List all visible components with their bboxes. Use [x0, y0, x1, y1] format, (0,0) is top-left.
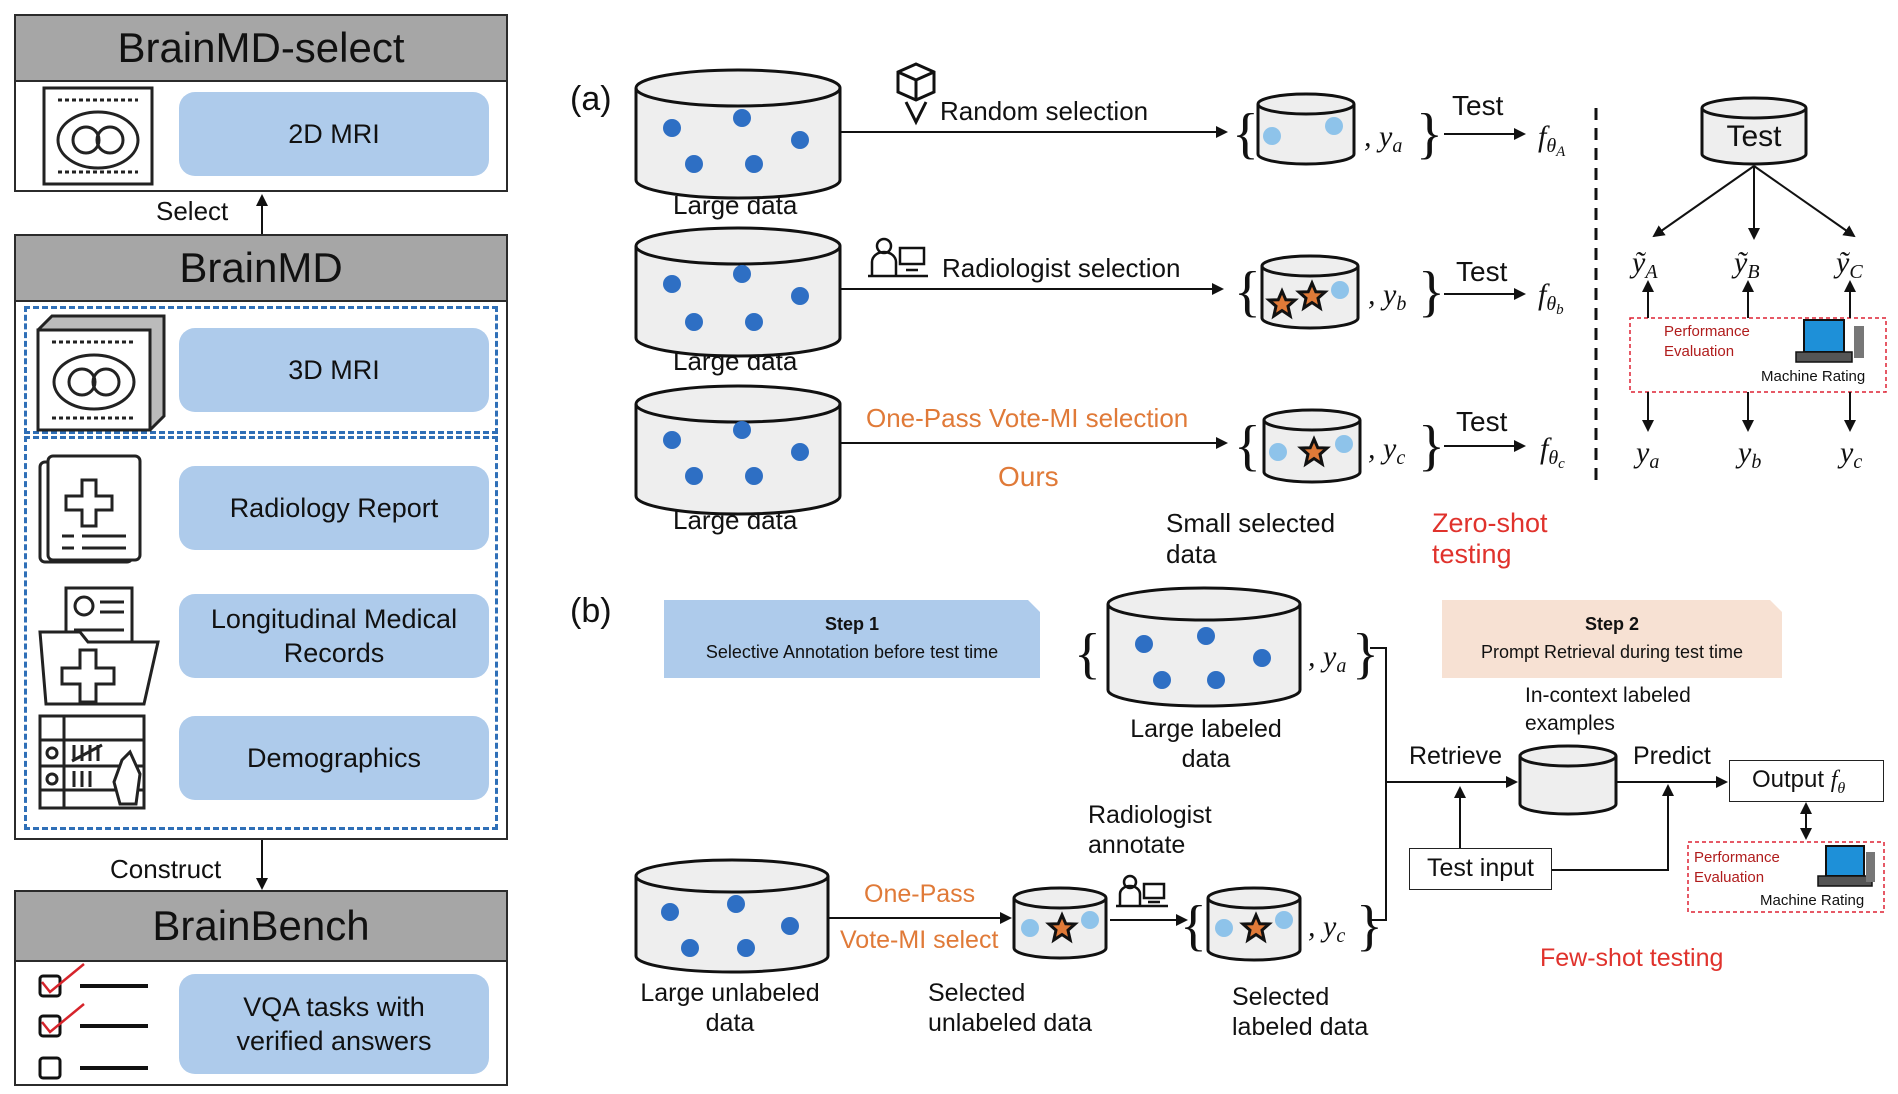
predict-label: Predict [1633, 742, 1711, 770]
small-db-b [1260, 254, 1360, 330]
cylinder-selected-labeled [1206, 886, 1302, 962]
large-unlabeled-data: Large unlabeled data [640, 979, 820, 1037]
item-2d-mri: 2D MRI [179, 92, 489, 176]
method-radiologist: Radiologist selection [942, 253, 1181, 283]
item-3d-mri: 3D MRI [179, 328, 489, 412]
cylinder-large-data-3 [634, 384, 842, 516]
in-context-examples: In-context labeled examples [1525, 684, 1691, 735]
large-data-1: Large data [673, 190, 798, 220]
computer-icon-a [1795, 319, 1864, 363]
brace-close-b: } [1418, 261, 1445, 323]
output-f-theta: fθ [1830, 767, 1846, 797]
computer-icon-b [1817, 845, 1875, 887]
gt-label-a: ya [1633, 436, 1659, 473]
brainbench-panel: BrainBench VQA tasks with verified answe… [14, 890, 508, 1086]
small-db-a [1256, 92, 1356, 166]
brace-open-b: { [1234, 261, 1261, 323]
test-input-box: Test input [1409, 848, 1552, 890]
brainbench-title: BrainBench [16, 892, 506, 962]
step1-text: Selective Annotation before test time [705, 642, 999, 662]
brainmd-title: BrainMD [16, 236, 506, 302]
radiologist-icon-b [1116, 874, 1168, 908]
gt-label-b: yb [1735, 436, 1761, 473]
brace-open-labeled: { [1074, 623, 1101, 685]
brace-open-a: { [1232, 103, 1259, 165]
cylinder-large-unlabeled [634, 858, 830, 974]
item-radiology-report: Radiology Report [179, 466, 489, 550]
dashed-box-imaging [24, 306, 498, 434]
y-b-label: , yb [1368, 278, 1406, 315]
item-vqa-tasks: VQA tasks with verified answers [179, 974, 489, 1074]
perf-eval-b: Performance Evaluation [1694, 849, 1780, 886]
small-selected-data: Small selected data [1166, 508, 1336, 569]
item-longitudinal-records: Longitudinal Medical Records [179, 594, 489, 678]
cylinder-large-labeled [1106, 586, 1302, 708]
incontext-db [1518, 744, 1618, 816]
retrieve-label: Retrieve [1409, 742, 1503, 770]
few-shot-testing: Few-shot testing [1540, 944, 1724, 972]
cylinder-large-data-2 [634, 226, 842, 358]
brace-close-labeled: } [1352, 623, 1379, 685]
construct-arrow-label: Construct [110, 854, 222, 884]
perf-eval-a: Performance Evaluation [1664, 323, 1750, 360]
ours-label: Ours [998, 461, 1059, 492]
test-db-label: Test [1726, 120, 1782, 153]
brainmd-panel: BrainMD 3D MRI Radiology Report Longitud… [14, 234, 508, 840]
small-db-c [1262, 408, 1362, 484]
test-label-b: Test [1456, 256, 1508, 287]
vote-mi-label: Vote-MI select [840, 926, 999, 954]
step2-text: Prompt Retrieval during test time [1480, 642, 1744, 662]
brainmd-select-panel: BrainMD-select 2D MRI [14, 14, 508, 192]
test-label-a: Test [1452, 90, 1504, 121]
f-theta-a: fθA [1538, 120, 1566, 160]
brace-close-c: } [1418, 415, 1445, 477]
method-random: Random selection [940, 96, 1149, 126]
pred-label-b: ỹB [1731, 246, 1760, 283]
y-c-labeled: , yc [1308, 910, 1345, 947]
brace-close-sel: } [1356, 895, 1383, 957]
pred-label-a: ỹA [1629, 246, 1658, 283]
machine-rating-b: Machine Rating [1760, 892, 1865, 909]
one-pass-label: One-Pass [864, 880, 976, 908]
large-data-2: Large data [673, 346, 798, 376]
item-demographics: Demographics [179, 716, 489, 800]
f-theta-b: fθb [1538, 278, 1564, 318]
selected-unlabeled-data: Selected unlabeled data [928, 979, 1093, 1037]
select-arrow-label: Select [156, 196, 229, 226]
large-data-3: Large data [673, 505, 798, 535]
output-label: Output [1752, 766, 1825, 793]
radiologist-icon [868, 237, 928, 278]
gt-label-c: yc [1837, 436, 1862, 473]
brace-close-a: } [1416, 103, 1443, 165]
label-a: (a) [570, 80, 612, 118]
radiologist-annotate: Radiologist annotate [1088, 801, 1212, 859]
brace-open-c: { [1234, 415, 1261, 477]
selected-labeled-data: Selected labeled data [1232, 983, 1369, 1041]
test-db [1700, 96, 1808, 166]
step2-box: Step 2 Prompt Retrieval during test time [1442, 600, 1782, 678]
label-b: (b) [570, 592, 612, 630]
machine-rating-a: Machine Rating [1761, 368, 1866, 385]
dashed-box-records [24, 436, 498, 830]
pred-label-c: ỹC [1833, 246, 1863, 283]
large-labeled-data: Large labeled data [1130, 715, 1282, 773]
brainmd-select-title: BrainMD-select [16, 16, 506, 82]
cylinder-large-data-1 [634, 68, 842, 200]
step2-title: Step 2 [1584, 614, 1640, 634]
y-a-label: , ya [1364, 120, 1402, 157]
zero-shot-testing: Zero-shot testing [1432, 508, 1548, 569]
output-box: Output fθ [1729, 760, 1884, 802]
method-vote-mi: One-Pass Vote-MI selection [866, 403, 1189, 433]
y-a-labeled: , ya [1308, 640, 1346, 677]
step1-box: Step 1 Selective Annotation before test … [664, 600, 1040, 678]
f-theta-c: fθc [1540, 432, 1565, 472]
y-c-label: , yc [1368, 432, 1405, 469]
cylinder-selected-unlabeled [1012, 886, 1108, 960]
dice-icon [896, 62, 936, 126]
brace-open-sel: { [1180, 895, 1207, 957]
step1-title: Step 1 [824, 614, 880, 634]
test-label-c: Test [1456, 406, 1508, 437]
